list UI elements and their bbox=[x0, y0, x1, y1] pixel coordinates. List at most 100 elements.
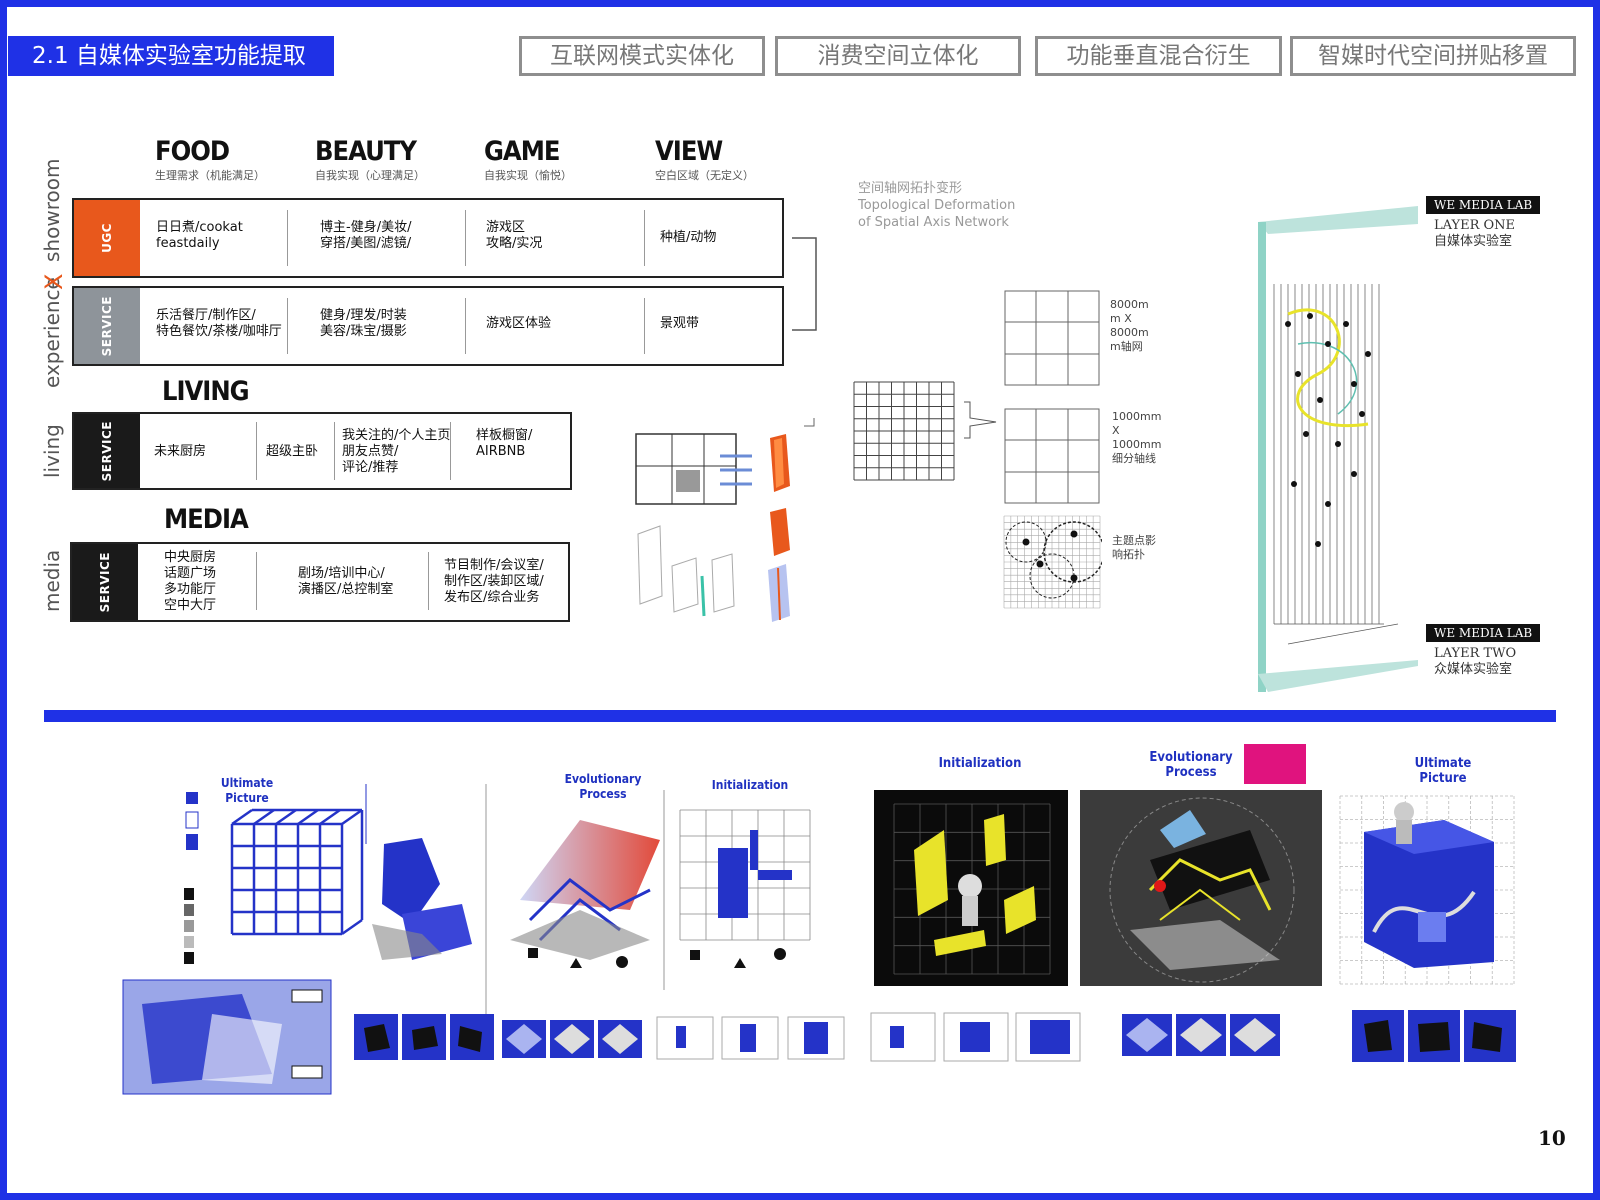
category-view: VIEW 空白区域（无定义） bbox=[655, 136, 754, 183]
tab-collage-displacement[interactable]: 智媒时代空间拼贴移置 bbox=[1290, 36, 1576, 76]
media-heading: MEDIA bbox=[164, 504, 249, 535]
topology-title: 空间轴网拓扑变形 Topological Deformation of Spat… bbox=[858, 180, 1015, 231]
row-tag: SERVICE bbox=[72, 544, 138, 620]
row-tag-label: SERVICE bbox=[98, 551, 112, 613]
divider bbox=[287, 298, 288, 354]
category-title: VIEW bbox=[655, 136, 723, 167]
divider bbox=[644, 210, 645, 266]
tab-vertical-mix[interactable]: 功能垂直混合衍生 bbox=[1035, 36, 1282, 76]
tab-consumption-space[interactable]: 消费空间立体化 bbox=[775, 36, 1021, 76]
row-cell: 样板橱窗/ AIRBNB bbox=[476, 428, 533, 459]
render-evo-graphic bbox=[1109, 797, 1295, 983]
page-number: 10 bbox=[1538, 1126, 1566, 1150]
topology-title-en-2: of Spatial Axis Network bbox=[858, 215, 1009, 230]
row-tag: UGC bbox=[74, 200, 140, 276]
category-subtitle: 生理需求（机能满足） bbox=[155, 169, 265, 182]
topology-title-cn: 空间轴网拓扑变形 bbox=[858, 181, 963, 196]
stage-ultimate-2: Ultimate Picture bbox=[1414, 756, 1472, 786]
category-food: FOOD 生理需求（机能满足） bbox=[155, 136, 265, 183]
thumbs-evolutionary-2 bbox=[1122, 1014, 1280, 1056]
category-subtitle: 自我实现（心理满足） bbox=[315, 169, 425, 182]
divider bbox=[465, 298, 466, 354]
category-title: FOOD bbox=[155, 136, 230, 167]
side-label-x: X bbox=[40, 273, 68, 290]
category-subtitle: 自我实现（愉悦） bbox=[484, 169, 572, 182]
category-subtitle: 空白区域（无定义） bbox=[655, 169, 754, 182]
divider bbox=[334, 422, 335, 480]
side-label-living: living bbox=[40, 424, 64, 478]
base-grid bbox=[853, 381, 955, 481]
thumbs-ultimate-2 bbox=[1352, 1010, 1516, 1062]
stage-initialization-2: Initialization bbox=[938, 756, 1022, 771]
layer-two-cn: 众媒体实验室 bbox=[1434, 662, 1513, 677]
row-cell: 景观带 bbox=[660, 316, 700, 331]
magenta-swatch bbox=[1244, 744, 1306, 784]
row-bracket bbox=[792, 237, 817, 331]
row-cell: 游戏区 攻略/实况 bbox=[486, 220, 543, 251]
side-label-experience: experience bbox=[40, 277, 64, 388]
axis-grid-1000 bbox=[1004, 408, 1100, 504]
side-label-showroom: showroom bbox=[40, 158, 64, 262]
row-cell: 乐活餐厅/制作区/ 特色餐饮/茶楼/咖啡厅 bbox=[156, 308, 282, 339]
divider bbox=[256, 552, 257, 610]
row-service-showroom: SERVICE 乐活餐厅/制作区/ 特色餐饮/茶楼/咖啡厅 健身/理发/时装 美… bbox=[72, 286, 784, 366]
row-cell: 我关注的/个人主页 朋友点赞/ 评论/推荐 bbox=[342, 428, 451, 475]
divider bbox=[465, 210, 466, 266]
divider bbox=[287, 210, 288, 266]
divider bbox=[428, 552, 429, 610]
process-drawings-middle bbox=[510, 790, 811, 990]
divider bbox=[644, 298, 645, 354]
living-heading: LIVING bbox=[162, 376, 250, 407]
stage-ultimate-1: Ultimate Picture bbox=[220, 776, 274, 805]
grid-bracket bbox=[964, 401, 997, 439]
grid3-label: 主题点影 响拓扑 bbox=[1112, 534, 1156, 561]
layer-two-badge: WE MEDIA LAB bbox=[1426, 624, 1541, 642]
row-cell: 博主-健身/美妆/ 穿搭/美图/滤镜/ bbox=[320, 220, 412, 251]
row-cell: 种植/动物 bbox=[660, 230, 717, 245]
topology-title-en-1: Topological Deformation bbox=[858, 198, 1016, 213]
layer-one-badge: WE MEDIA LAB bbox=[1426, 196, 1541, 214]
row-cell: 游戏区体验 bbox=[486, 316, 552, 331]
bracket-mark bbox=[804, 418, 815, 427]
render-init-graphic bbox=[893, 803, 1051, 975]
row-cell: 中央厨房 话题广场 多功能厅 空中大厅 bbox=[164, 550, 217, 613]
stage-initialization-1: Initialization bbox=[711, 778, 789, 792]
layer-two-name: LAYER TWO bbox=[1434, 646, 1517, 661]
row-tag-label: SERVICE bbox=[100, 295, 114, 357]
thumbs-initialization-2 bbox=[870, 1012, 1081, 1062]
row-ugc: UGC 日日煮/cookat feastdaily 博主-健身/美妆/ 穿搭/美… bbox=[72, 198, 784, 278]
section-title: 2.1 自媒体实验室功能提取 bbox=[8, 36, 334, 76]
layer-one-cn: 自媒体实验室 bbox=[1434, 234, 1513, 249]
thumbs-initialization-1 bbox=[656, 1016, 845, 1060]
axis-grid-8000 bbox=[1004, 290, 1100, 386]
render-ultimate bbox=[1339, 795, 1515, 985]
category-beauty: BEAUTY 自我实现（心理满足） bbox=[315, 136, 425, 183]
row-cell: 未来厨房 bbox=[154, 444, 207, 459]
row-cell: 健身/理发/时装 美容/珠宝/摄影 bbox=[320, 308, 407, 339]
category-title: GAME bbox=[484, 136, 561, 167]
row-cell: 节目制作/会议室/ 制作区/装卸区域/ 发布区/综合业务 bbox=[444, 558, 544, 605]
category-game: GAME 自我实现（愉悦） bbox=[484, 136, 572, 183]
stage-evolutionary-2: Evolutionary Process bbox=[1149, 750, 1233, 780]
divider bbox=[450, 422, 451, 480]
section-divider bbox=[44, 710, 1556, 722]
render-initialization bbox=[874, 790, 1068, 986]
row-tag-label: UGC bbox=[100, 223, 114, 253]
layer-one-name: LAYER ONE bbox=[1434, 218, 1516, 233]
stage-evolutionary-1: Evolutionary Process bbox=[564, 772, 642, 801]
row-media: SERVICE 中央厨房 话题广场 多功能厅 空中大厅 剧场/培训中心/ 演播区… bbox=[70, 542, 570, 622]
row-tag: SERVICE bbox=[74, 414, 140, 488]
lab-tower bbox=[1258, 206, 1418, 692]
divider bbox=[256, 422, 257, 480]
side-label-media: media bbox=[40, 549, 64, 612]
tab-internet-model[interactable]: 互联网模式实体化 bbox=[519, 36, 765, 76]
influence-grid bbox=[1003, 515, 1102, 609]
row-living: SERVICE 未来厨房 超级主卧 我关注的/个人主页 朋友点赞/ 评论/推荐 … bbox=[72, 412, 572, 490]
row-tag-label: SERVICE bbox=[100, 420, 114, 482]
process-drawings-left bbox=[122, 784, 487, 1095]
building-sketch bbox=[635, 433, 790, 622]
row-cell: 剧场/培训中心/ 演播区/总控制室 bbox=[298, 566, 394, 597]
row-cell: 超级主卧 bbox=[266, 444, 319, 459]
thumbs-ultimate-1 bbox=[354, 1014, 494, 1060]
